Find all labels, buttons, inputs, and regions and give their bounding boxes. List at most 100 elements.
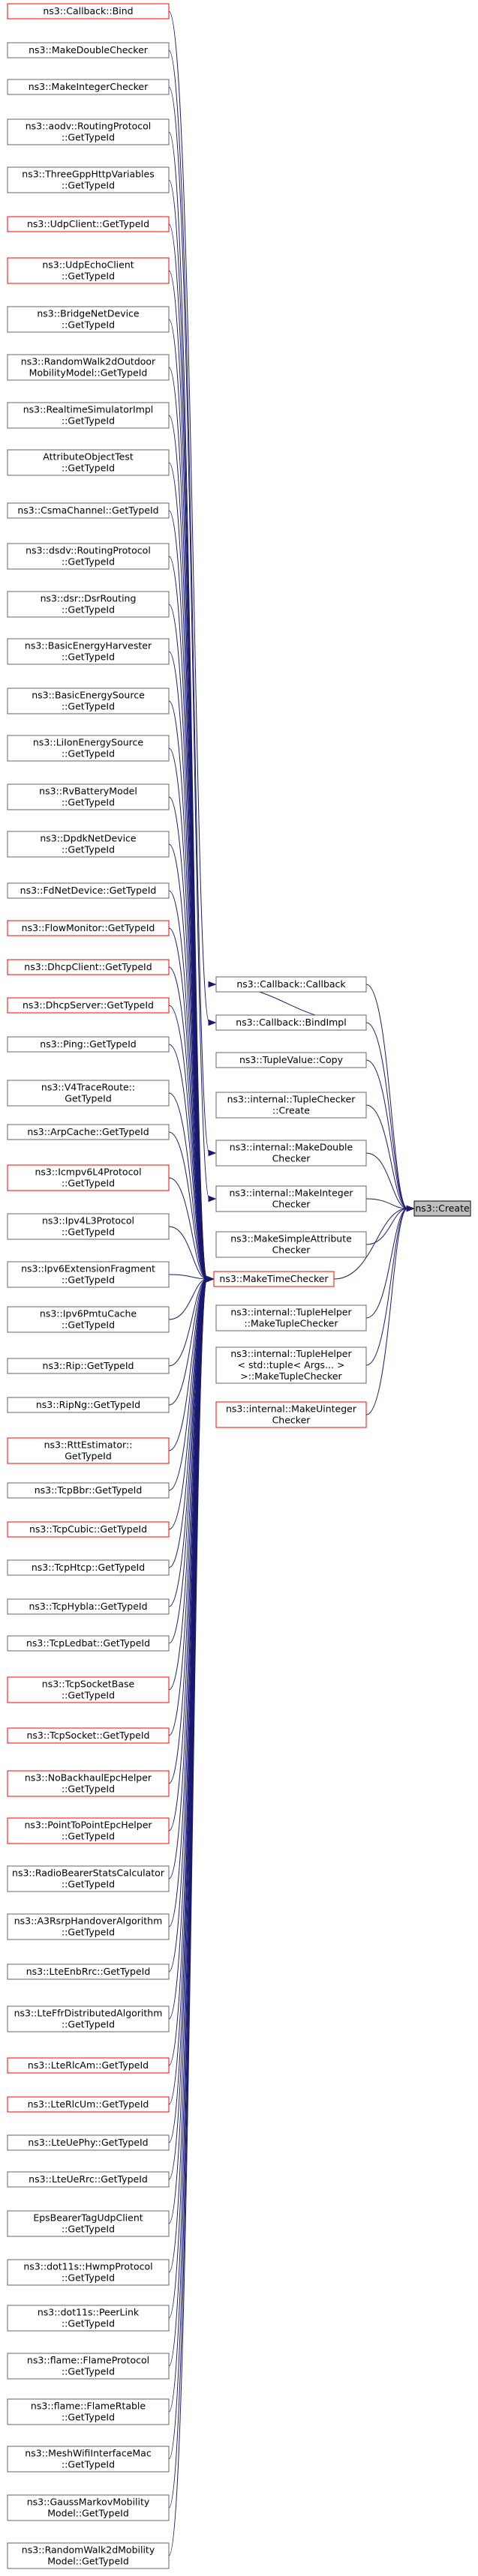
node-n32[interactable]: ns3::RttEstimator::GetTypeId <box>7 1437 170 1464</box>
node-n17[interactable]: ns3::RvBatteryModel::GetTypeId <box>7 783 170 810</box>
node-m0[interactable]: ns3::Callback::Callback <box>215 976 367 993</box>
node-n28[interactable]: ns3::Ipv6ExtensionFragment::GetTypeId <box>7 1261 170 1288</box>
edge-11 <box>365 1208 408 1319</box>
edge-38 <box>168 1177 208 1280</box>
node-label: ns3::LteEnbRrc::GetTypeId <box>26 1966 151 1977</box>
node-n38[interactable]: ns3::TcpSocketBase::GetTypeId <box>7 1676 170 1703</box>
node-n20[interactable]: ns3::FlowMonitor::GetTypeId <box>7 920 170 936</box>
node-n43[interactable]: ns3::A3RsrpHandoverAlgorithm::GetTypeId <box>7 1913 170 1940</box>
node-n35[interactable]: ns3::TcpHtcp::GetTypeId <box>7 1559 170 1576</box>
node-make-time-checker[interactable]: ns3::MakeTimeChecker <box>213 1271 335 1287</box>
node-m1[interactable]: ns3::Callback::BindImpl <box>215 1014 367 1031</box>
node-n50[interactable]: EpsBearerTagUdpClient::GetTypeId <box>7 2210 170 2237</box>
node-n37[interactable]: ns3::TcpLedbat::GetTypeId <box>7 1635 170 1652</box>
node-label: ::GetTypeId <box>62 319 115 331</box>
node-n29[interactable]: ns3::Ipv6PmtuCache::GetTypeId <box>7 1306 170 1333</box>
node-label: MobilityModel::GetTypeId <box>29 367 148 379</box>
node-n57[interactable]: ns3::RandomWalk2dMobilityModel::GetTypeI… <box>7 2542 170 2569</box>
node-n45[interactable]: ns3::LteFfrDistributedAlgorithm::GetType… <box>7 2005 170 2032</box>
node-label: ns3::MakeDoubleChecker <box>29 44 149 55</box>
node-n31[interactable]: ns3::RipNg::GetTypeId <box>7 1397 170 1413</box>
node-n12[interactable]: ns3::dsdv::RoutingProtocol::GetTypeId <box>7 543 170 570</box>
node-n55[interactable]: ns3::MeshWifiInterfaceMac::GetTypeId <box>7 2446 170 2473</box>
node-n10[interactable]: AttributeObjectTest::GetTypeId <box>7 449 170 476</box>
node-n26[interactable]: ns3::Icmpv6L4Protocol::GetTypeId <box>7 1164 170 1191</box>
node-n25[interactable]: ns3::ArpCache::GetTypeId <box>7 1124 170 1140</box>
node-n40[interactable]: ns3::NoBackhaulEpcHelper::GetTypeId <box>7 1770 170 1797</box>
node-box <box>7 2353 170 2380</box>
node-m8[interactable]: ns3::internal::TupleHelper< std::tuple< … <box>215 1346 367 1384</box>
node-n7[interactable]: ns3::BridgeNetDevice::GetTypeId <box>7 306 170 333</box>
node-n52[interactable]: ns3::dot11s::PeerLink::GetTypeId <box>7 2305 170 2332</box>
node-n47[interactable]: ns3::LteRlcUm::GetTypeId <box>7 2096 170 2113</box>
node-n3[interactable]: ns3::aodv::RoutingProtocol::GetTypeId <box>7 118 170 145</box>
node-n0[interactable]: ns3::Callback::Bind <box>7 3 170 19</box>
node-n24[interactable]: ns3::V4TraceRoute::GetTypeId <box>7 1080 170 1107</box>
node-n13[interactable]: ns3::dsr::DsrRouting::GetTypeId <box>7 591 170 618</box>
node-box <box>7 1676 170 1703</box>
node-label: ns3::RvBatteryModel <box>39 786 137 797</box>
node-n1[interactable]: ns3::MakeDoubleChecker <box>7 42 170 58</box>
node-n36[interactable]: ns3::TcpHybla::GetTypeId <box>7 1598 170 1615</box>
node-n8[interactable]: ns3::RandomWalk2dOutdoorMobilityModel::G… <box>7 354 170 381</box>
node-n54[interactable]: ns3::flame::FlameRtable::GetTypeId <box>7 2398 170 2425</box>
node-label: ns3::internal::MakeDouble <box>230 1142 353 1153</box>
node-create-target[interactable]: ns3::Create <box>413 1200 471 1217</box>
node-n44[interactable]: ns3::LteEnbRrc::GetTypeId <box>7 1963 170 1980</box>
nodes-layer: ns3::Callback::Bindns3::MakeDoubleChecke… <box>7 3 471 2569</box>
node-n34[interactable]: ns3::TcpCubic::GetTypeId <box>7 1521 170 1538</box>
node-box <box>7 2446 170 2473</box>
node-n21[interactable]: ns3::DhcpClient::GetTypeId <box>7 959 170 975</box>
node-n42[interactable]: ns3::RadioBearerStatsCalculator::GetType… <box>7 1865 170 1892</box>
node-box <box>7 2259 170 2286</box>
node-box <box>7 920 170 936</box>
node-n30[interactable]: ns3::Rip::GetTypeId <box>7 1358 170 1374</box>
node-n16[interactable]: ns3::LiIonEnergySource::GetTypeId <box>7 735 170 762</box>
node-label: ns3::DhcpClient::GetTypeId <box>24 961 152 972</box>
node-n46[interactable]: ns3::LteRlcAm::GetTypeId <box>7 2057 170 2074</box>
node-box <box>7 638 170 665</box>
node-n53[interactable]: ns3::flame::FlameProtocol::GetTypeId <box>7 2353 170 2380</box>
node-n18[interactable]: ns3::DpdkNetDevice::GetTypeId <box>7 831 170 858</box>
node-n39[interactable]: ns3::TcpSocket::GetTypeId <box>7 1727 170 1744</box>
node-n2[interactable]: ns3::MakeIntegerChecker <box>7 79 170 95</box>
edge-2 <box>168 86 210 1200</box>
node-label: ::GetTypeId <box>62 701 115 712</box>
node-n41[interactable]: ns3::PointToPointEpcHelper::GetTypeId <box>7 1817 170 1844</box>
node-n51[interactable]: ns3::dot11s::HwmpProtocol::GetTypeId <box>7 2259 170 2286</box>
node-box <box>7 3 170 19</box>
node-m2[interactable]: ns3::TupleValue::Copy <box>215 1052 367 1068</box>
node-n27[interactable]: ns3::Ipv4L3Protocol::GetTypeId <box>7 1213 170 1240</box>
node-n14[interactable]: ns3::BasicEnergyHarvester::GetTypeId <box>7 638 170 665</box>
node-m7[interactable]: ns3::internal::TupleHelper::MakeTupleChe… <box>215 1304 367 1331</box>
node-n6[interactable]: ns3::UdpEchoClient::GetTypeId <box>7 257 170 284</box>
node-n22[interactable]: ns3::DhcpServer::GetTypeId <box>7 997 170 1014</box>
node-n23[interactable]: ns3::Ping::GetTypeId <box>7 1036 170 1053</box>
node-box <box>7 1036 170 1053</box>
node-m5[interactable]: ns3::internal::MakeIntegerChecker <box>215 1185 367 1212</box>
edge-42 <box>168 1278 208 1367</box>
node-n11[interactable]: ns3::CsmaChannel::GetTypeId <box>7 502 170 519</box>
node-box <box>7 1306 170 1333</box>
node-label: ns3::TcpSocketBase <box>42 1679 135 1690</box>
node-label: ns3::FdNetDevice::GetTypeId <box>20 885 157 896</box>
node-n19[interactable]: ns3::FdNetDevice::GetTypeId <box>7 882 170 899</box>
node-n49[interactable]: ns3::LteUeRrc::GetTypeId <box>7 2171 170 2188</box>
node-n9[interactable]: ns3::RealtimeSimulatorImpl::GetTypeId <box>7 402 170 429</box>
node-label: ns3::RealtimeSimulatorImpl <box>23 404 154 415</box>
node-n4[interactable]: ns3::ThreeGppHttpVariables::GetTypeId <box>7 166 170 193</box>
edge-6 <box>365 1059 408 1209</box>
node-m4[interactable]: ns3::internal::MakeDoubleChecker <box>215 1140 367 1167</box>
node-box <box>7 735 170 762</box>
node-box <box>7 1865 170 1892</box>
node-label: ns3::LteUeRrc::GetTypeId <box>29 2173 148 2185</box>
node-n48[interactable]: ns3::LteUePhy::GetTypeId <box>7 2134 170 2151</box>
node-n33[interactable]: ns3::TcpBbr::GetTypeId <box>7 1482 170 1499</box>
node-n15[interactable]: ns3::BasicEnergySource::GetTypeId <box>7 687 170 714</box>
node-m3[interactable]: ns3::internal::TupleChecker::Create <box>215 1092 367 1119</box>
node-n5[interactable]: ns3::UdpClient::GetTypeId <box>7 216 170 232</box>
node-box <box>215 1092 367 1119</box>
